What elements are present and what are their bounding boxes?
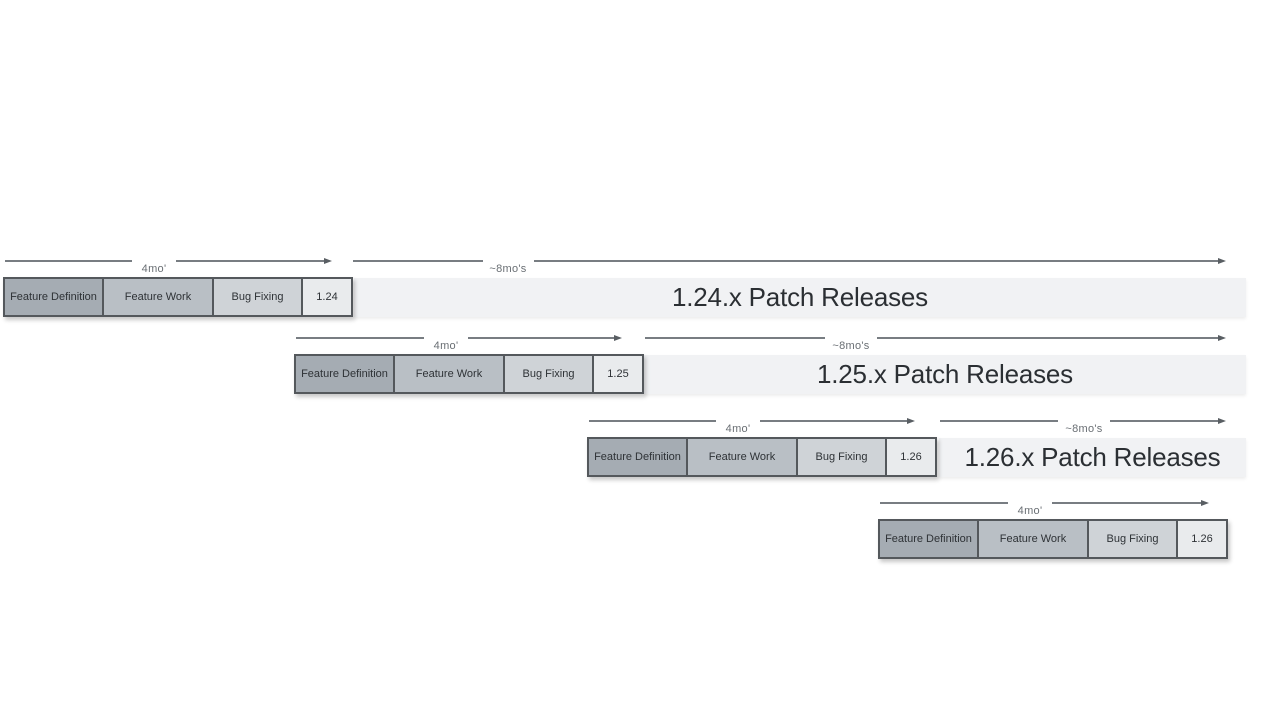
feature-work-box: Feature Work — [393, 356, 503, 392]
patch-releases-bar: 1.26.x Patch Releases — [939, 438, 1246, 477]
patch-duration-arrow-line — [877, 337, 1218, 339]
dev-duration-arrow-line — [760, 420, 907, 422]
arrowhead-icon — [1201, 500, 1209, 506]
patch-duration-arrow-line — [1110, 420, 1218, 422]
dev-duration-arrow-line — [1052, 502, 1201, 504]
dev-duration-label: 4mo' — [137, 263, 171, 275]
dev-duration-arrow-line — [589, 420, 716, 422]
dev-duration-arrow-line — [5, 260, 132, 262]
arrowhead-icon — [614, 335, 622, 341]
release-cycle-block: Feature Definition Feature Work Bug Fixi… — [878, 519, 1228, 559]
patch-duration-arrow-line — [353, 260, 483, 262]
version-box: 1.24 — [301, 279, 351, 315]
patch-releases-bar: 1.24.x Patch Releases — [354, 278, 1246, 317]
version-box: 1.26 — [1176, 521, 1226, 557]
dev-duration-arrow-line — [468, 337, 614, 339]
dev-duration-arrow-line — [176, 260, 324, 262]
release-cycle-block: Feature Definition Feature Work Bug Fixi… — [3, 277, 353, 317]
version-box: 1.26 — [885, 439, 935, 475]
patch-duration-arrow-line — [534, 260, 1218, 262]
feature-work-box: Feature Work — [102, 279, 212, 315]
dev-duration-label: 4mo' — [721, 423, 755, 435]
dev-duration-label: 4mo' — [1013, 505, 1047, 517]
arrowhead-icon — [907, 418, 915, 424]
patch-duration-arrow-line — [940, 420, 1058, 422]
feature-work-box: Feature Work — [977, 521, 1087, 557]
arrowhead-icon — [1218, 335, 1226, 341]
patch-releases-bar: 1.25.x Patch Releases — [644, 355, 1246, 394]
patch-duration-label: ~8mo's — [1061, 423, 1107, 435]
feature-work-box: Feature Work — [686, 439, 796, 475]
bug-fixing-box: Bug Fixing — [796, 439, 885, 475]
dev-duration-arrow-line — [880, 502, 1008, 504]
feature-definition-box: Feature Definition — [589, 439, 686, 475]
dev-duration-label: 4mo' — [429, 340, 463, 352]
feature-definition-box: Feature Definition — [296, 356, 393, 392]
feature-definition-box: Feature Definition — [5, 279, 102, 315]
release-cycle-block: Feature Definition Feature Work Bug Fixi… — [294, 354, 644, 394]
arrowhead-icon — [1218, 418, 1226, 424]
patch-duration-arrow-line — [645, 337, 825, 339]
patch-duration-label: ~8mo's — [485, 263, 531, 275]
feature-definition-box: Feature Definition — [880, 521, 977, 557]
arrowhead-icon — [1218, 258, 1226, 264]
bug-fixing-box: Bug Fixing — [212, 279, 301, 315]
dev-duration-arrow-line — [296, 337, 424, 339]
version-box: 1.25 — [592, 356, 642, 392]
bug-fixing-box: Bug Fixing — [503, 356, 592, 392]
arrowhead-icon — [324, 258, 332, 264]
bug-fixing-box: Bug Fixing — [1087, 521, 1176, 557]
release-cycle-block: Feature Definition Feature Work Bug Fixi… — [587, 437, 937, 477]
patch-duration-label: ~8mo's — [828, 340, 874, 352]
